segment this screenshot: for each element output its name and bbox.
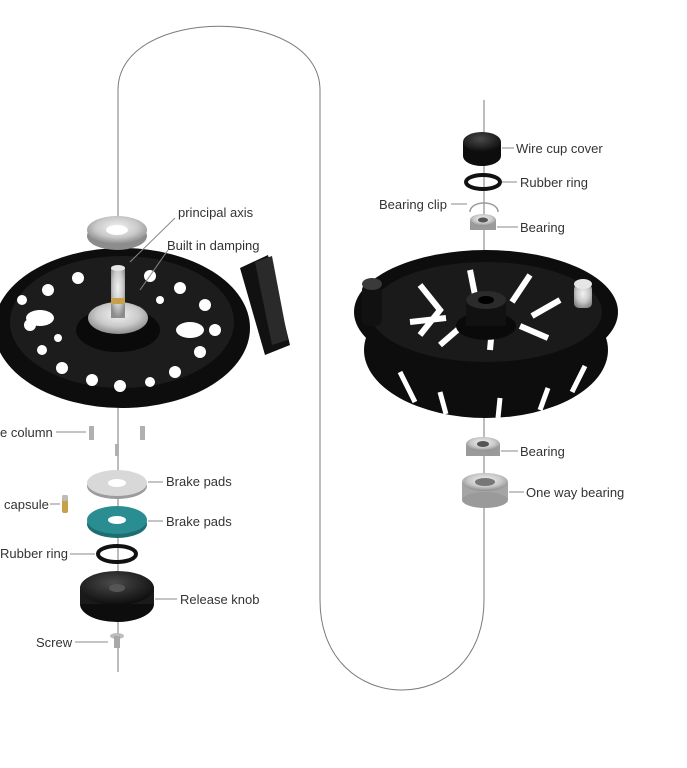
brake-pad-icon [87,506,147,538]
label-screw: Screw [36,635,73,650]
label-principal-axis: principal axis [178,205,254,220]
label-one-way-bearing: One way bearing [526,485,625,500]
bearing-icon [466,437,500,456]
one-way-bearing-icon [462,473,508,508]
connecting-line-loop [117,25,485,691]
label-brake-pads-2: Brake pads [166,514,232,529]
label-bearing-top: Bearing [520,220,565,235]
label-brake-pads-1: Brake pads [166,474,232,489]
label-capsule: capsule [4,497,49,512]
screw-icon [110,633,124,648]
capsule-icon [62,495,68,513]
label-column: e column [0,425,53,440]
washer-icon [87,216,147,250]
rubber-ring-icon [96,544,138,564]
bearing-icon [470,214,496,230]
label-release-knob: Release knob [180,592,260,607]
label-built-in-damping: Built in damping [167,238,260,253]
label-rubber-ring-left: Rubber ring [0,546,68,561]
brake-pad-icon [87,470,147,499]
wire-cup-cover-icon [463,132,501,166]
label-wire-cup-cover: Wire cup cover [516,141,603,156]
release-knob-icon [80,571,154,622]
fishing-reel-frame-icon [0,248,290,408]
label-rubber-ring-right: Rubber ring [520,175,588,190]
leader-lines [50,147,524,643]
bearing-clip-icon [469,202,499,213]
rubber-ring-icon [464,173,502,191]
reel-spool-icon [354,250,618,419]
pin-icon [89,426,145,456]
label-bearing-bottom: Bearing [520,444,565,459]
label-bearing-clip: Bearing clip [379,197,447,212]
